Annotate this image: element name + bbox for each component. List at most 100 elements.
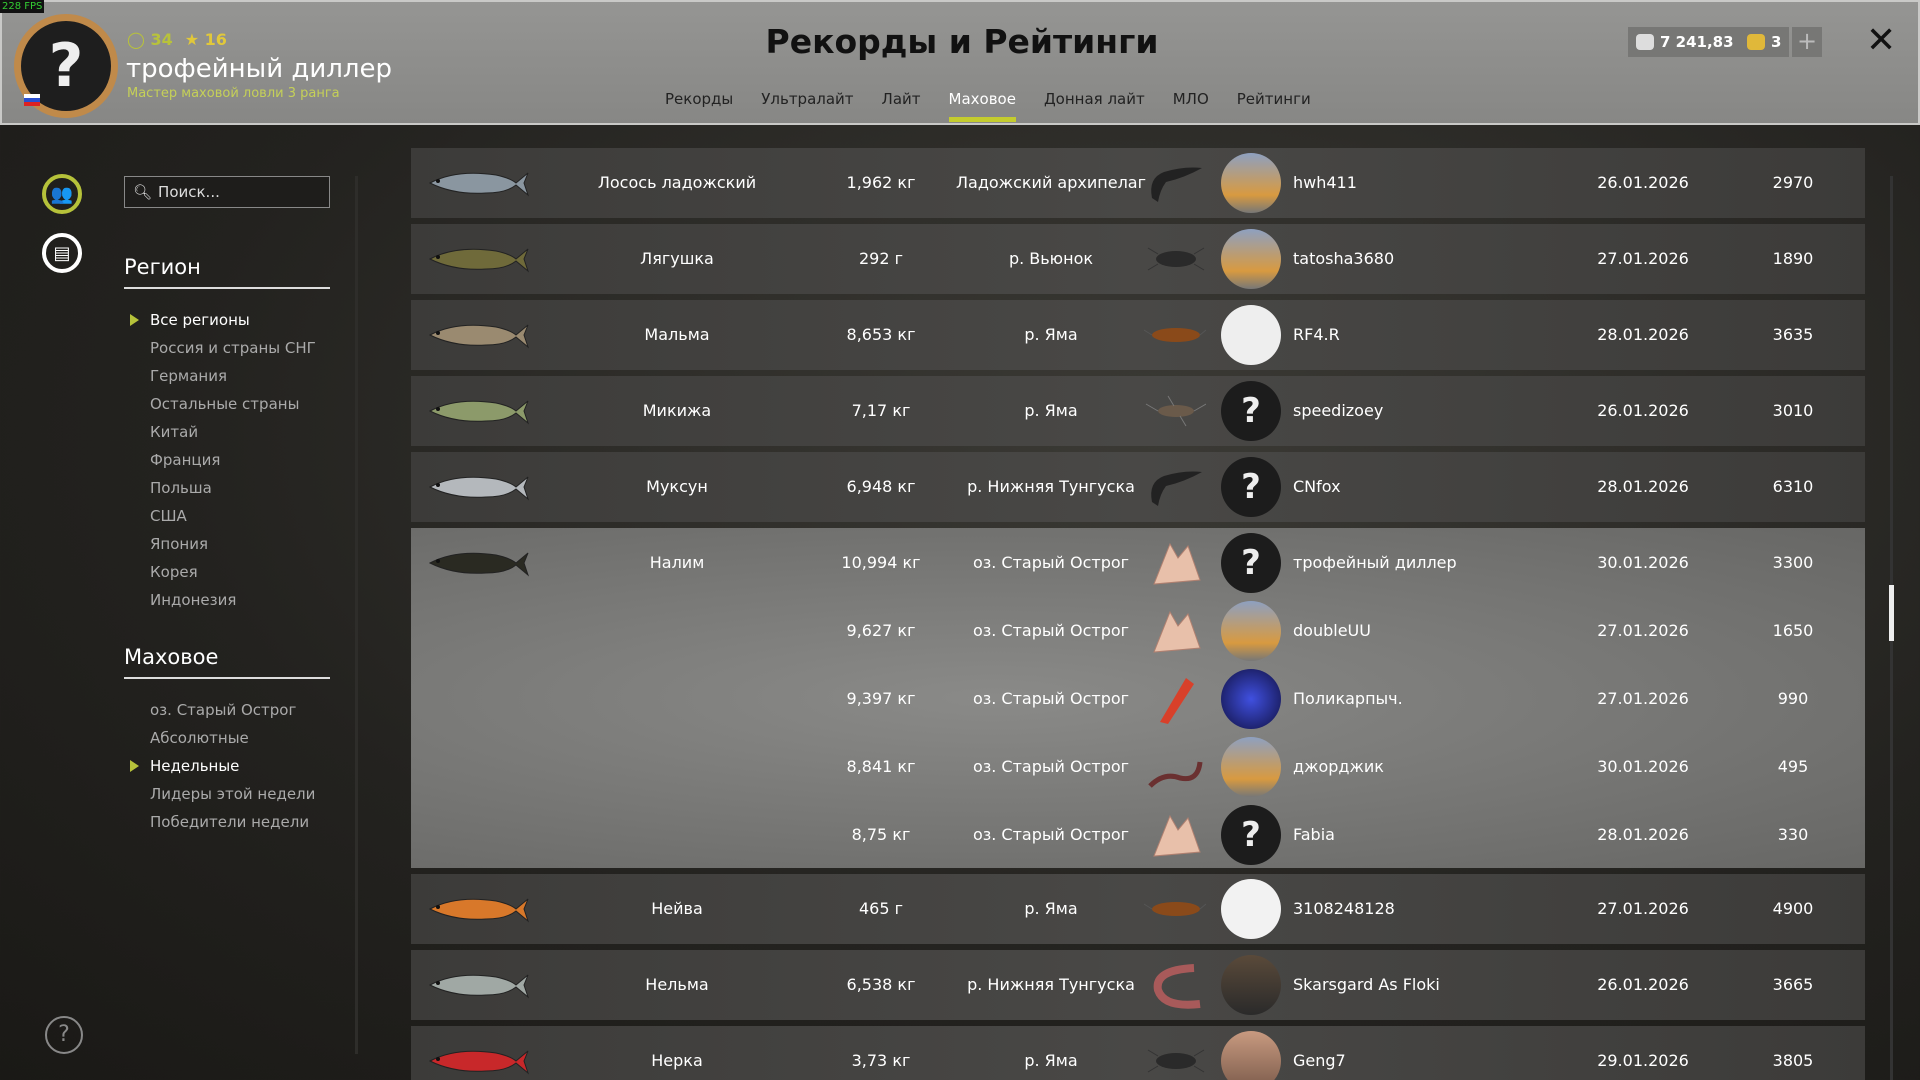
region-item[interactable]: Китай	[150, 423, 199, 441]
player-name[interactable]: speedizoey	[1293, 401, 1384, 420]
player-name[interactable]: hwh411	[1293, 173, 1357, 192]
mode-item[interactable]: Абсолютные	[150, 729, 249, 747]
player-name[interactable]: doubleUU	[1293, 621, 1371, 640]
tab-2[interactable]: Лайт	[881, 90, 921, 108]
player-avatar[interactable]: ?	[1221, 805, 1281, 865]
region-item[interactable]: Россия и страны СНГ	[150, 339, 316, 357]
mode-item[interactable]: Лидеры этой недели	[150, 785, 316, 803]
player-avatar[interactable]	[1221, 955, 1281, 1015]
player-name[interactable]: RF4.R	[1293, 325, 1340, 344]
region-item[interactable]: Корея	[150, 563, 198, 581]
fish-location: р. Вьюнок	[1008, 249, 1094, 268]
add-gold-button[interactable]: +	[1792, 27, 1822, 57]
region-item[interactable]: Германия	[150, 367, 227, 385]
player-name[interactable]: джорджик	[1293, 757, 1384, 776]
player-name[interactable]: трофейный диллер	[1293, 553, 1457, 572]
region-item[interactable]: Польша	[150, 479, 212, 497]
help-button[interactable]: ?	[45, 1016, 83, 1054]
bait-icon	[1144, 462, 1206, 512]
region-item[interactable]: Остальные страны	[150, 395, 300, 413]
catch-date: 29.01.2026	[1597, 1051, 1689, 1070]
player-name[interactable]: Geng7	[1293, 1051, 1346, 1070]
tab-0[interactable]: Рекорды	[665, 90, 734, 108]
catch-date: 26.01.2026	[1597, 173, 1689, 192]
fish-icon	[426, 965, 530, 1005]
fish-name: Нерка	[651, 1051, 703, 1070]
tab-5[interactable]: МЛО	[1172, 90, 1209, 108]
gold-value: 3	[1771, 33, 1782, 51]
fish-weight: 465 г	[858, 899, 904, 918]
player-avatar[interactable]	[1221, 1031, 1281, 1080]
close-button[interactable]: ✕	[1866, 20, 1897, 61]
tab-4[interactable]: Донная лайт	[1043, 90, 1145, 108]
score-value: 4900	[1772, 899, 1814, 918]
page-title: Рекорды и Рейтинги	[765, 22, 1159, 61]
tab-3[interactable]: Маховое	[935, 90, 1030, 122]
mode-item[interactable]: Недельные	[124, 752, 334, 780]
player-name[interactable]: 3108248128	[1293, 899, 1395, 918]
fish-name: Лосось ладожский	[597, 173, 757, 192]
fish-icon	[426, 163, 530, 203]
fish-weight: 6,538 кг	[846, 975, 916, 994]
player-name[interactable]: Fabia	[1293, 825, 1335, 844]
score-value: 1890	[1772, 249, 1814, 268]
mode-item[interactable]: оз. Старый Острог	[150, 701, 297, 719]
catch-date: 28.01.2026	[1597, 325, 1689, 344]
fish-weight: 10,994 кг	[841, 553, 921, 572]
player-avatar[interactable]	[1221, 879, 1281, 939]
bait-icon	[1144, 674, 1206, 724]
search-input[interactable]	[158, 183, 319, 201]
stars-value: 16	[204, 30, 227, 49]
silver-value: 7 241,83	[1660, 33, 1734, 51]
player-avatar[interactable]	[1221, 737, 1281, 797]
player-name[interactable]: Поликарпыч.	[1293, 689, 1403, 708]
catch-date: 30.01.2026	[1597, 757, 1689, 776]
player-avatar[interactable]: ?	[1221, 381, 1281, 441]
region-item[interactable]: Франция	[150, 451, 221, 469]
fish-weight: 292 г	[858, 249, 904, 268]
catch-date: 27.01.2026	[1597, 689, 1689, 708]
region-item[interactable]: Индонезия	[150, 591, 237, 609]
player-avatar[interactable]	[1221, 601, 1281, 661]
star-icon: ★	[184, 30, 200, 49]
archive-icon[interactable]: ▤	[42, 233, 82, 273]
player-name[interactable]: tatosha3680	[1293, 249, 1395, 268]
score-value: 3010	[1772, 401, 1814, 420]
region-item[interactable]: Все регионы	[124, 306, 334, 334]
player-name[interactable]: Skarsgard As Floki	[1293, 975, 1440, 994]
tab-bar: Рекорды Ультралайт Лайт Маховое Донная лайт М…	[651, 90, 1325, 122]
friends-icon[interactable]: 👥	[42, 174, 82, 214]
player-avatar[interactable]	[1221, 153, 1281, 213]
player-avatar[interactable]: ?	[1221, 457, 1281, 517]
tab-6[interactable]: Рейтинги	[1236, 90, 1311, 108]
fish-weight: 8,841 кг	[846, 757, 916, 776]
catch-date: 30.01.2026	[1597, 553, 1689, 572]
tab-1[interactable]: Ультралайт	[761, 90, 854, 108]
score-value: 330	[1777, 825, 1809, 844]
player-name[interactable]: CNfox	[1293, 477, 1341, 496]
player-avatar[interactable]	[1221, 669, 1281, 729]
mode-item[interactable]: Победители недели	[150, 813, 310, 831]
player-avatar[interactable]: ?	[1221, 533, 1281, 593]
header: ? ◯ 34 ★ 16 трофейный диллер Мастер махо…	[0, 0, 1920, 125]
search-field[interactable]: 🔍︎	[124, 176, 330, 208]
region-item[interactable]: США	[150, 507, 187, 525]
mode-heading: Маховое	[124, 645, 330, 679]
fish-location: оз. Старый Острог	[972, 689, 1130, 708]
scrollbar-thumb[interactable]	[1889, 585, 1894, 641]
player-avatar[interactable]	[1221, 229, 1281, 289]
region-item[interactable]: Япония	[150, 535, 208, 553]
player-avatar[interactable]	[1221, 305, 1281, 365]
